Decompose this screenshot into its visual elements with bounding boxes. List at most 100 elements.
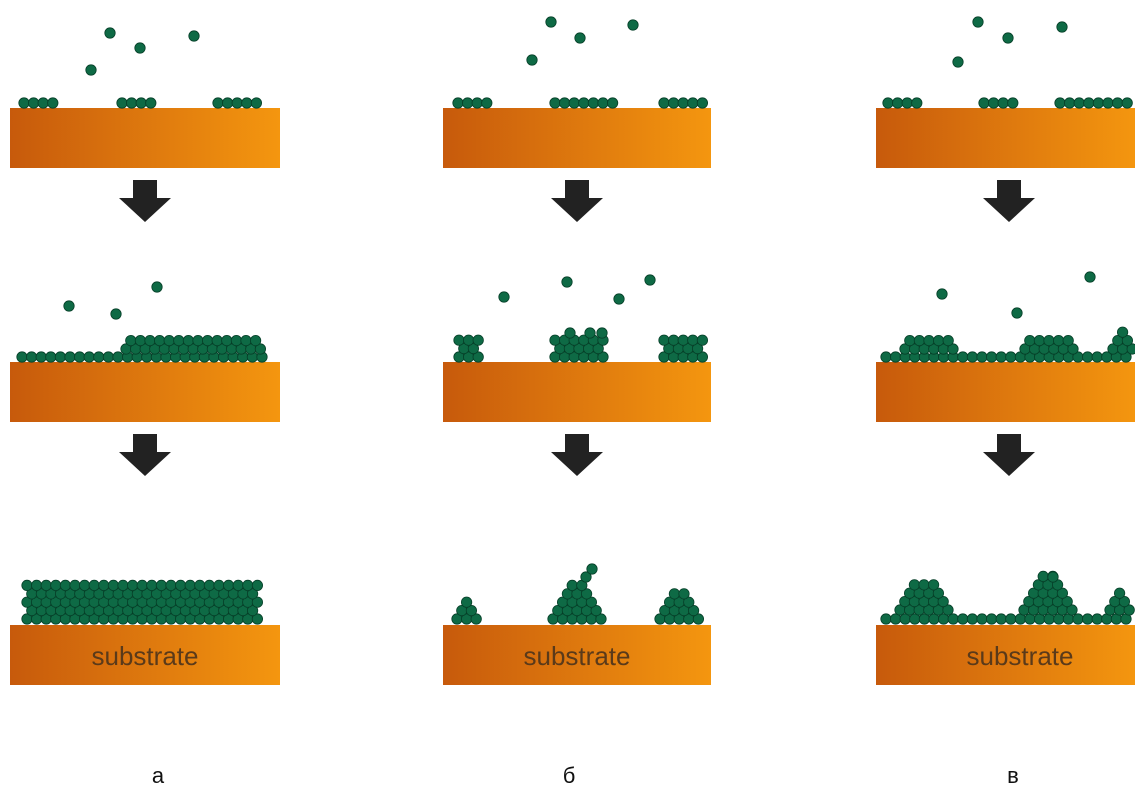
atom: [918, 579, 930, 591]
atom: [27, 97, 40, 109]
atom: [69, 579, 81, 592]
atom: [978, 97, 990, 109]
atom: [568, 97, 580, 109]
atom: [175, 579, 187, 592]
atom: [585, 596, 598, 608]
atom: [107, 579, 120, 592]
atom: [995, 351, 1007, 363]
atom: [211, 334, 223, 347]
atom: [976, 613, 988, 625]
atom: [102, 351, 115, 363]
atom: [667, 334, 680, 346]
atom: [1082, 351, 1094, 363]
substrate-a-2: [10, 362, 280, 422]
atom: [117, 579, 129, 592]
atom: [578, 97, 590, 109]
atom: [584, 327, 596, 339]
atom: [45, 351, 57, 363]
atom: [64, 351, 76, 363]
atom: [85, 64, 97, 76]
atom: [30, 579, 43, 592]
atom: [1043, 334, 1055, 347]
column-v: substrate в: [876, 108, 1135, 788]
atom: [1054, 97, 1066, 109]
atom: [1092, 97, 1105, 109]
atom: [1056, 21, 1068, 33]
arrow-down-icon: [119, 434, 171, 476]
atom: [498, 291, 510, 303]
atom: [126, 97, 138, 109]
atom: [192, 334, 204, 347]
atom: [104, 27, 116, 39]
atom: [251, 613, 263, 625]
atom: [250, 97, 262, 109]
atom: [1121, 334, 1134, 347]
atom: [966, 613, 979, 625]
atom: [1005, 351, 1017, 363]
atom: [678, 588, 690, 600]
substrate-label-a: substrate: [92, 641, 199, 671]
atom: [232, 579, 244, 592]
atom: [173, 334, 185, 347]
atom: [972, 16, 984, 28]
atom: [155, 579, 167, 592]
atom: [942, 604, 954, 616]
atom: [683, 596, 695, 608]
atom: [692, 613, 705, 625]
atom: [194, 579, 206, 592]
substrate-b-3: [443, 625, 711, 685]
atom: [587, 97, 600, 109]
substrate-a-1: [10, 108, 280, 168]
atom: [231, 97, 243, 109]
atom: [74, 351, 86, 363]
atom: [461, 97, 474, 109]
atom: [453, 334, 465, 346]
atom: [901, 97, 913, 109]
atom: [79, 579, 91, 592]
atom: [230, 334, 242, 347]
atom: [580, 588, 593, 600]
atom: [549, 97, 561, 109]
atom: [947, 343, 959, 355]
atom: [1037, 570, 1049, 583]
atom: [613, 293, 625, 305]
atom: [891, 97, 904, 109]
atom: [1053, 334, 1065, 347]
atom: [472, 351, 484, 363]
atom: [644, 274, 656, 286]
substrate-v-2: [876, 362, 1135, 422]
atom: [471, 97, 483, 109]
atom: [203, 579, 215, 592]
atom: [40, 579, 52, 592]
atom: [136, 579, 148, 592]
atom: [1083, 97, 1095, 109]
atom: [47, 97, 59, 109]
atom: [452, 97, 464, 109]
atom: [1067, 343, 1079, 355]
atom: [985, 613, 998, 625]
atom: [687, 334, 699, 346]
atom: [880, 351, 892, 363]
atom: [1066, 604, 1078, 616]
substrate-label-b: substrate: [524, 641, 631, 671]
atom: [202, 334, 214, 347]
atom: [668, 588, 681, 600]
atom: [597, 351, 609, 363]
atom: [93, 351, 105, 363]
atom: [251, 596, 263, 608]
atom: [163, 334, 175, 347]
atom: [37, 97, 49, 109]
atom: [558, 97, 571, 109]
atom: [1062, 334, 1074, 347]
atom: [88, 579, 100, 592]
atom: [98, 579, 110, 592]
atom: [247, 588, 259, 600]
atom: [1112, 97, 1124, 109]
atom: [127, 579, 139, 592]
atom: [880, 613, 892, 625]
atom: [1073, 97, 1085, 109]
atom: [937, 595, 949, 608]
atom: [911, 97, 923, 109]
atom: [222, 97, 234, 109]
atoms-layer: [16, 16, 1135, 625]
